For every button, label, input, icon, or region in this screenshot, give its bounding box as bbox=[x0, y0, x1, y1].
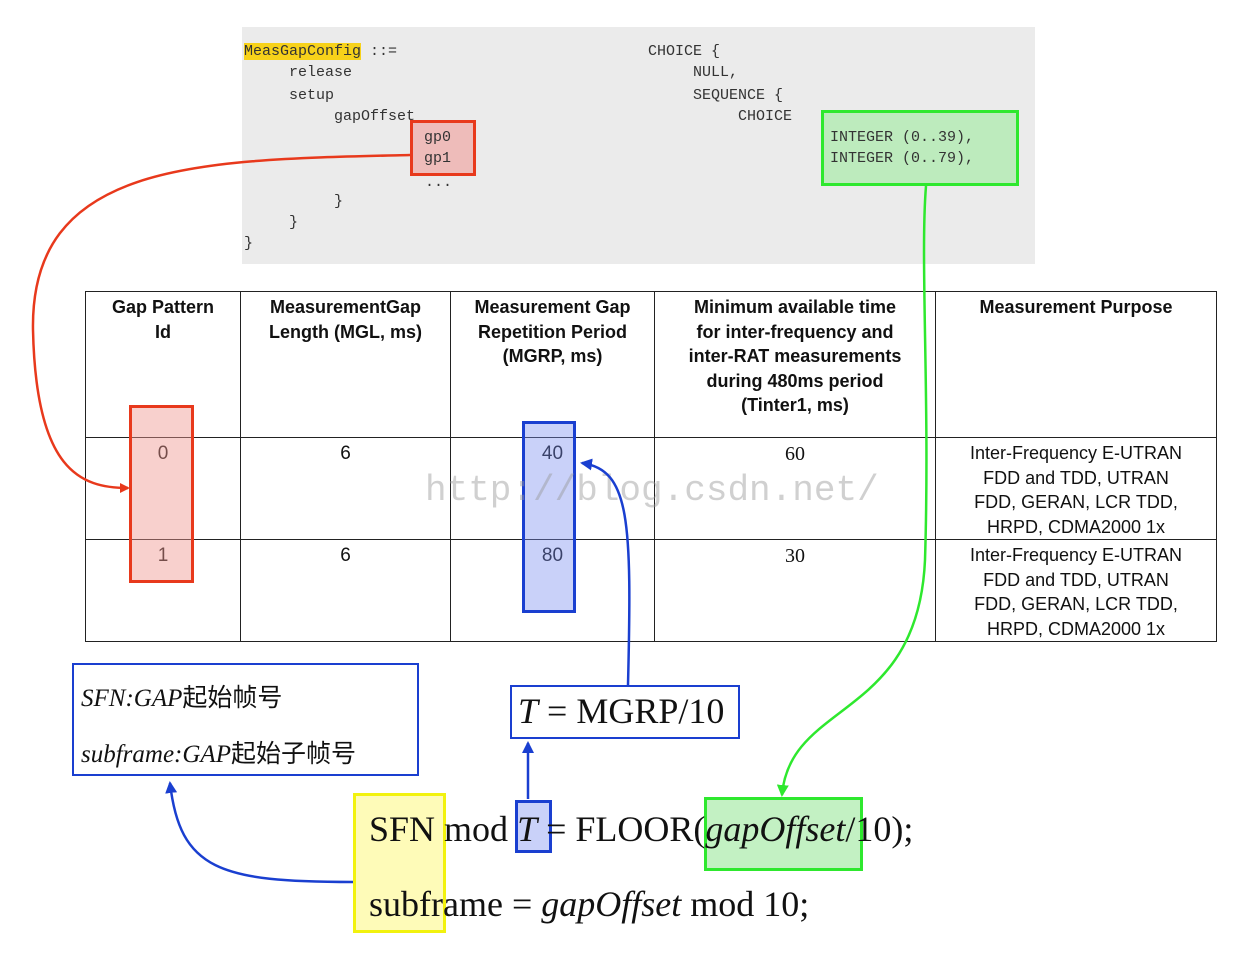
code-release: release bbox=[289, 64, 353, 81]
header-purpose: Measurement Purpose bbox=[935, 291, 1217, 438]
code-gap-offset: gapOffset bbox=[334, 108, 416, 125]
gp-highlight-box bbox=[410, 120, 476, 176]
cell-mgl: 6 bbox=[240, 437, 451, 540]
code-null: NULL, bbox=[693, 64, 739, 81]
legend-subframe: subframe:GAP起始子帧号 bbox=[81, 741, 356, 768]
watermark: http://blog.csdn.net/ bbox=[425, 470, 879, 511]
cell-id: 1 bbox=[85, 539, 241, 642]
code-type-name: MeasGapConfig bbox=[244, 43, 362, 60]
arrow-integer-to-gapoffset bbox=[776, 185, 928, 797]
code-gp1: gp1 bbox=[424, 150, 452, 167]
code-sequence-open: SEQUENCE { bbox=[693, 87, 784, 104]
mgrp-column-highlight-box bbox=[522, 421, 576, 613]
sfn-subframe-highlight-box bbox=[353, 793, 446, 933]
cell-mgl: 6 bbox=[240, 539, 451, 642]
code-gp0: gp0 bbox=[424, 129, 452, 146]
gapoffset-highlight-box bbox=[704, 797, 863, 871]
cell-tinter: 60 bbox=[654, 437, 936, 540]
code-close-3: } bbox=[244, 235, 254, 252]
code-setup: setup bbox=[289, 87, 335, 104]
code-ellipsis: ... bbox=[425, 174, 453, 191]
arrow-sfn-to-legend bbox=[165, 781, 354, 884]
legend-box bbox=[72, 663, 419, 776]
code-choice-open: CHOICE { bbox=[648, 43, 721, 60]
code-choice: CHOICE bbox=[738, 108, 793, 125]
cell-id: 0 bbox=[85, 437, 241, 540]
legend-sfn: SFN:GAP起始帧号 bbox=[81, 685, 283, 712]
id-column-highlight-box bbox=[129, 405, 194, 583]
t-formula-box bbox=[510, 685, 740, 739]
code-assign: ::= bbox=[361, 43, 398, 60]
code-integer-0: INTEGER (0..39), bbox=[830, 129, 975, 146]
code-integer-1: INTEGER (0..79), bbox=[830, 150, 975, 167]
cell-tinter: 30 bbox=[654, 539, 936, 642]
cell-mgrp: 80 bbox=[450, 539, 655, 642]
code-close-1: } bbox=[334, 193, 344, 210]
integer-highlight-box bbox=[821, 110, 1019, 186]
arrow-gp-to-id bbox=[31, 153, 411, 493]
code-close-2: } bbox=[289, 214, 299, 231]
code-type-line: MeasGapConfig ::= bbox=[244, 43, 397, 61]
t-formula: T = MGRP/10 bbox=[518, 691, 725, 731]
arrow-tformula-to-mgrp bbox=[580, 458, 631, 686]
formula-subframe: subframe = gapOffset mod 10; bbox=[369, 884, 810, 924]
formula-sfn: SFN mod T = FLOOR(gapOffset/10); bbox=[369, 809, 914, 849]
t-highlight-box bbox=[515, 800, 552, 853]
